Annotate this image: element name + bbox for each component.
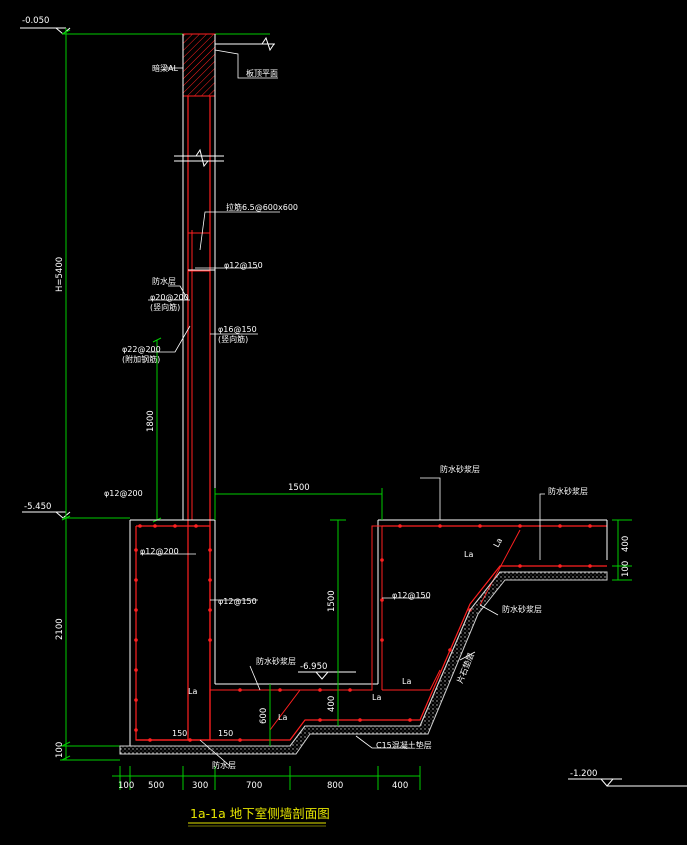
bottom-dim-5: 800 bbox=[327, 781, 343, 791]
waterproof-b-label: 防水砂浆层 bbox=[440, 464, 480, 474]
la-label-6: La bbox=[492, 536, 504, 549]
bar-16-150-sub-label: (竖向筋) bbox=[218, 334, 248, 344]
foundation-body bbox=[129, 519, 608, 747]
elevation-top-marker bbox=[20, 27, 270, 35]
bar-12-150-a-label: φ12@150 bbox=[224, 261, 263, 270]
bottom-dim-2: 500 bbox=[148, 781, 164, 791]
bar-20-200-sub-label: (竖向筋) bbox=[150, 302, 180, 312]
bottom-dim-3: 300 bbox=[192, 781, 208, 791]
d150b-label: 150 bbox=[218, 729, 233, 738]
upper-wall bbox=[174, 33, 275, 740]
la-label-2: La bbox=[278, 713, 287, 722]
elevation-labels: -0.050 -5.450 -6.950 -1.200 bbox=[22, 16, 597, 779]
la-label-3: La bbox=[372, 693, 381, 702]
bar-12-150-b-label: φ12@150 bbox=[218, 597, 257, 606]
la-label-4: La bbox=[402, 677, 411, 686]
elevation-right-marker bbox=[568, 778, 687, 787]
d1800-label: 1800 bbox=[146, 410, 156, 432]
la-label-5: La bbox=[464, 550, 473, 559]
bar-16-150-label: φ16@150 bbox=[218, 325, 257, 334]
d400-a-label: 400 bbox=[327, 696, 337, 712]
concrete-cushion bbox=[119, 571, 608, 755]
elevation-right-label: -1.200 bbox=[570, 769, 597, 779]
bottom-dim-6: 400 bbox=[392, 781, 408, 791]
bottom-left-label: 100 bbox=[55, 742, 65, 758]
d400-r-label: 400 bbox=[621, 536, 631, 552]
elevation-mid-marker bbox=[22, 511, 130, 519]
bar-22-200-label: φ22@200 bbox=[122, 345, 161, 354]
rebar-labels: 暗梁AL 板顶平面 拉筋6.5@600x600 φ12@150 防水层 φ20@… bbox=[104, 63, 588, 770]
elevation-top-label: -0.050 bbox=[22, 16, 49, 26]
floor-top-label: 板顶平面 bbox=[246, 68, 278, 78]
lower-height-label: 2100 bbox=[55, 618, 65, 640]
d600-label: 600 bbox=[259, 708, 269, 724]
elevation-mid-label: -5.450 bbox=[24, 502, 51, 512]
bar-12-200-a-label: φ12@200 bbox=[104, 489, 143, 498]
drawing-title-text: 1a-1a 地下室侧墙剖面图 bbox=[190, 806, 330, 821]
bar-12-200-b-label: φ12@200 bbox=[140, 547, 179, 556]
bar-12-150-c-label: φ12@150 bbox=[392, 591, 431, 600]
anti-layer-label: 防水层 bbox=[152, 276, 176, 286]
bottom-dim-1: 100 bbox=[118, 781, 134, 791]
waterproof-a-label: 防水砂浆层 bbox=[256, 656, 296, 666]
elevation-bottom-marker bbox=[298, 671, 356, 680]
waterproof-d-label: 防水砂浆层 bbox=[502, 604, 542, 614]
left-dimension-chain bbox=[60, 28, 162, 761]
wall-beam-label: 暗梁AL bbox=[152, 63, 178, 73]
waterproof-c-label: 防水砂浆层 bbox=[548, 486, 588, 496]
d1500-v-label: 1500 bbox=[327, 590, 337, 612]
dimension-labels: H=5400 2100 100 1800 1500 1500 400 600 4… bbox=[55, 257, 631, 791]
bottom-dim-4: 700 bbox=[246, 781, 262, 791]
wall-height-label: H=5400 bbox=[55, 257, 65, 292]
elevation-bottom-label: -6.950 bbox=[300, 662, 327, 672]
tie-bar-label: 拉筋6.5@600x600 bbox=[226, 202, 298, 212]
leader-lines bbox=[140, 49, 545, 767]
inner-dimensions bbox=[112, 488, 632, 790]
la-label-1: La bbox=[188, 687, 197, 696]
d100-r-label: 100 bbox=[621, 561, 631, 577]
waterproof-e-label: 防水层 bbox=[212, 760, 236, 770]
drawing-title: 1a-1a 地下室侧墙剖面图 bbox=[188, 806, 330, 827]
bar-20-200-label: φ20@200 bbox=[150, 293, 189, 302]
d150a-label: 150 bbox=[172, 729, 187, 738]
lean-concrete-label: C15混凝土垫层 bbox=[376, 740, 432, 750]
d1500-h-label: 1500 bbox=[288, 483, 310, 493]
bar-22-200-sub-label: (附加钢筋) bbox=[122, 354, 160, 364]
anchorage-labels: La La La La La La 150 150 bbox=[172, 536, 504, 738]
